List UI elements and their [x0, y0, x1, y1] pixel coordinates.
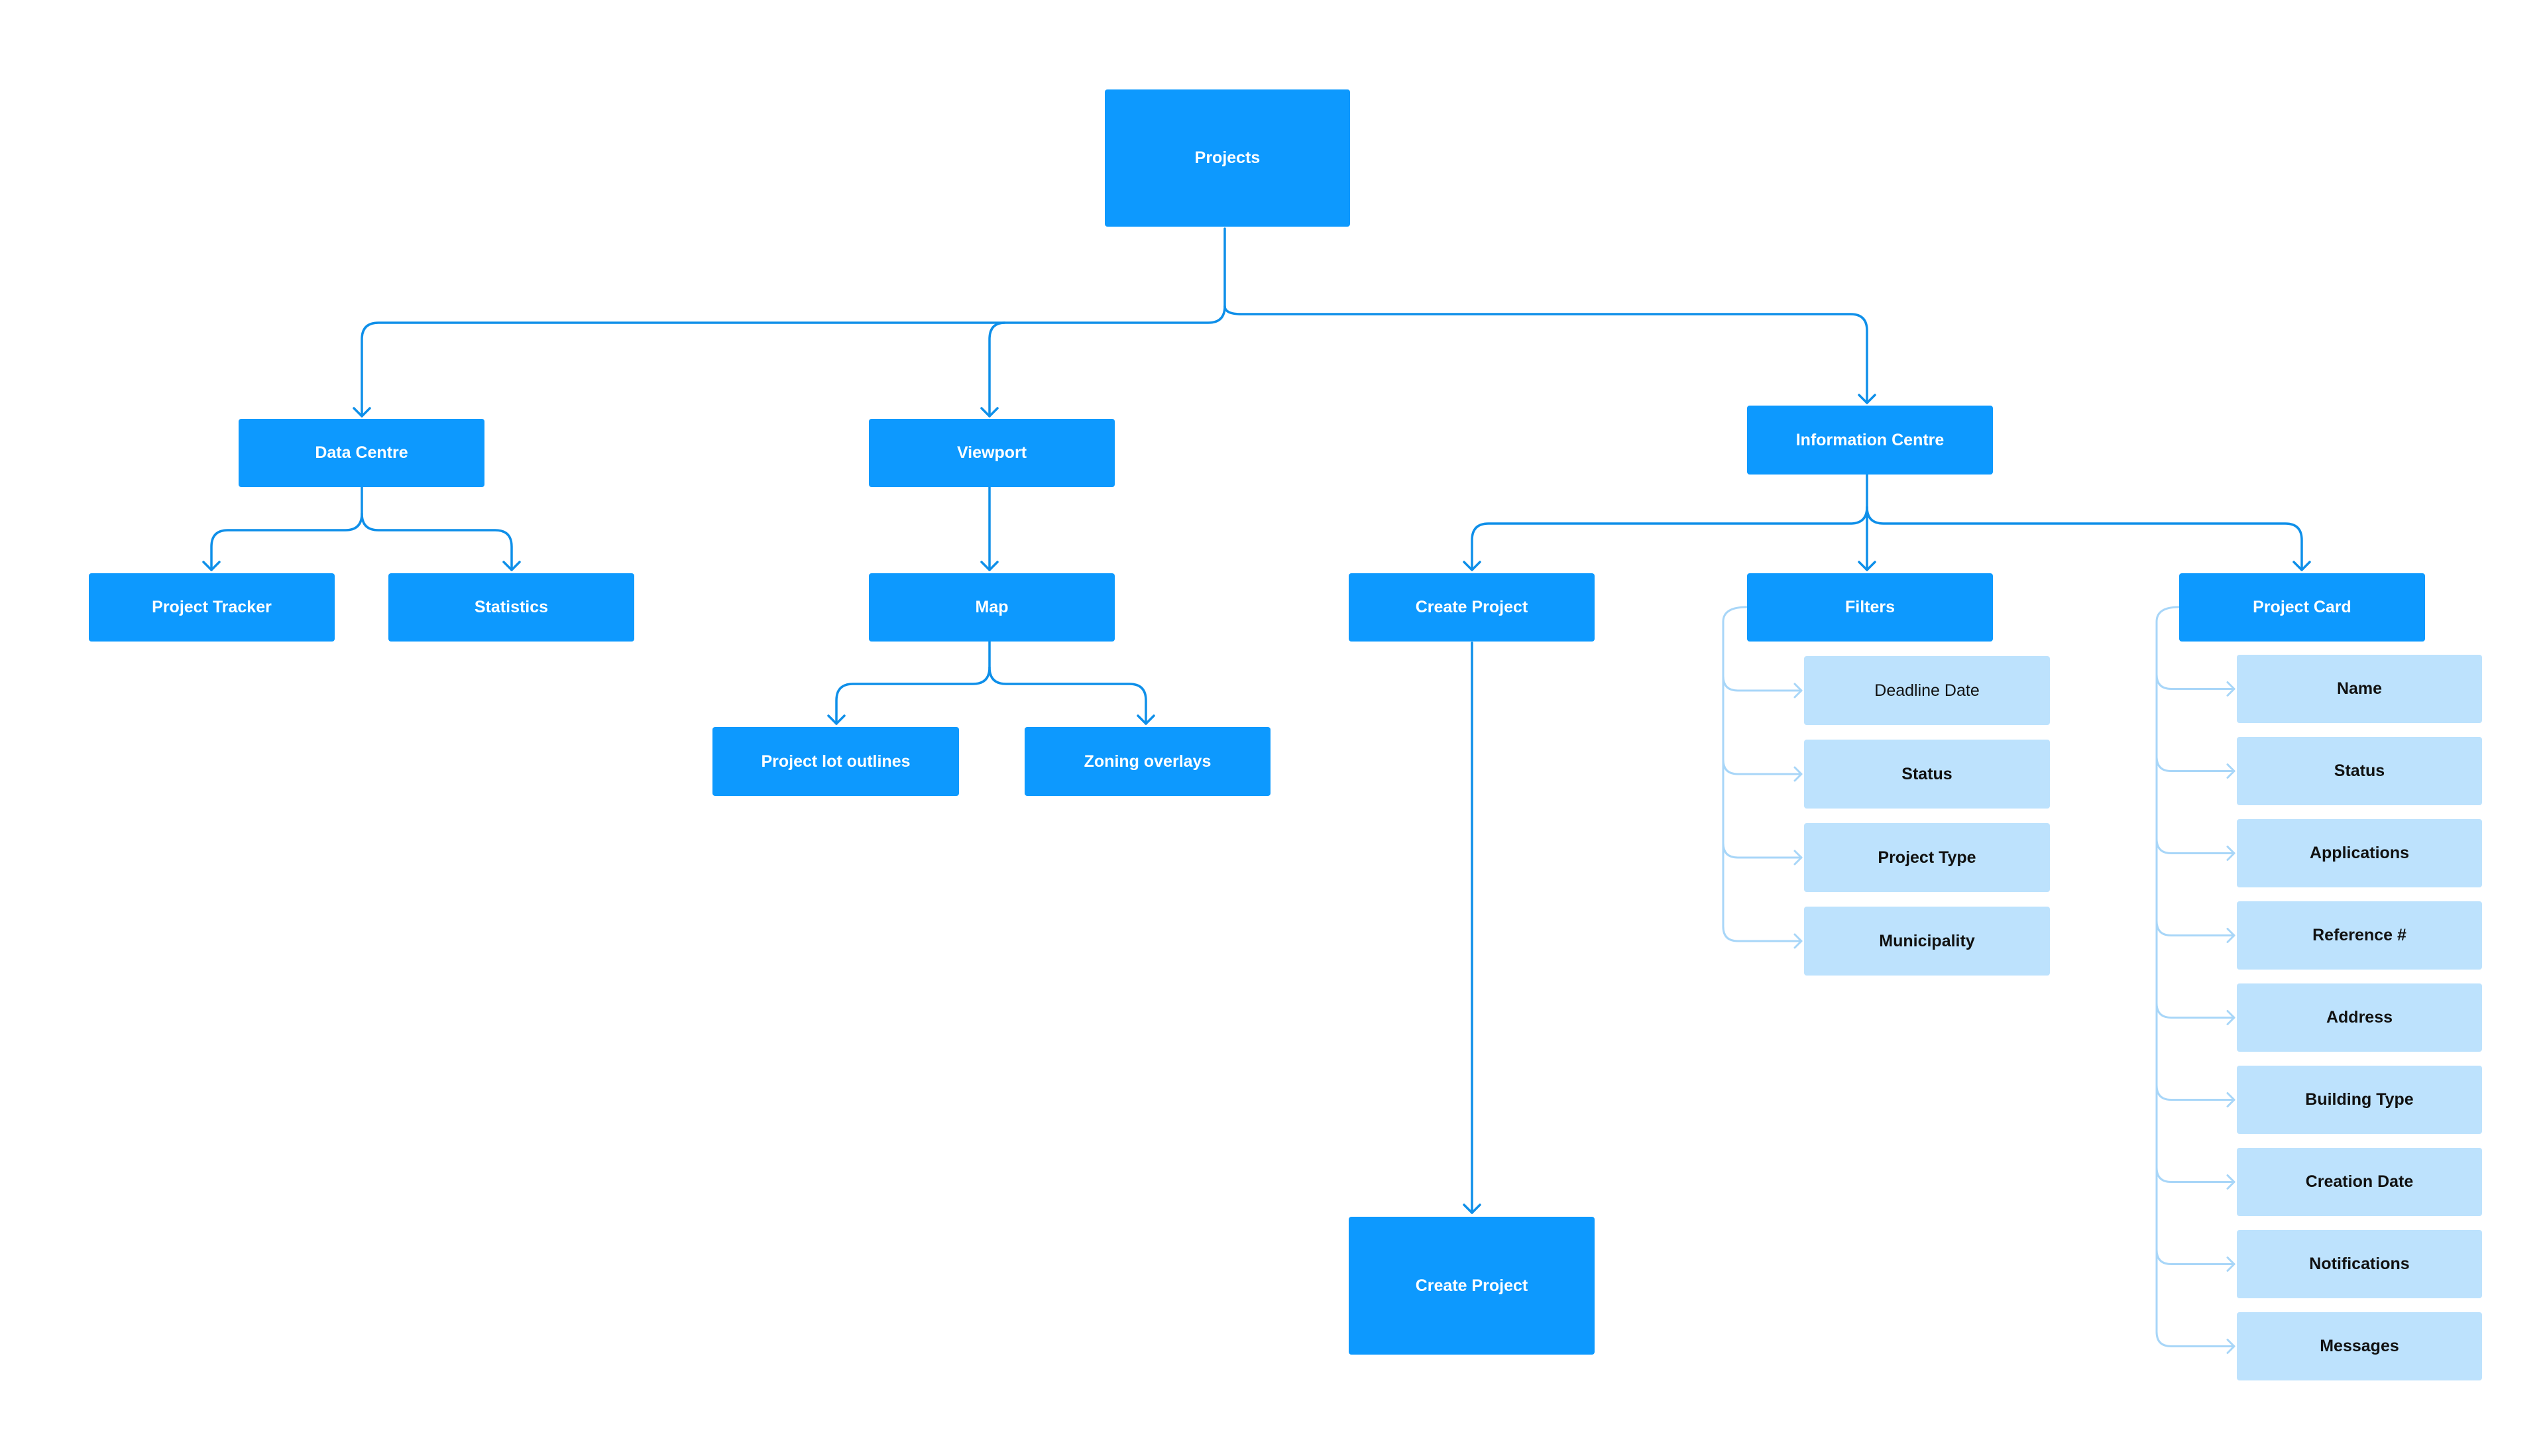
node-projects[interactable]: Projects	[1105, 89, 1350, 227]
connector-map-to-lot-outlines	[835, 640, 991, 725]
project-card-connector-messages	[2155, 1331, 2235, 1347]
filters-arrow-project-type	[1793, 850, 1803, 866]
connectors-filters	[1722, 606, 1803, 949]
filters-connector-status	[1722, 758, 1803, 775]
project-card-item-reference[interactable]: Reference #	[2237, 901, 2482, 970]
project-card-arrow-building-type	[2226, 1092, 2235, 1107]
project-card-arrow-applications	[2226, 846, 2235, 861]
filters-arrow-deadline-date	[1793, 683, 1803, 699]
project-card-connector-applications	[2155, 838, 2235, 854]
project-card-arrow-address	[2226, 1010, 2235, 1025]
connector-info-to-create-project	[1471, 473, 1868, 571]
node-viewport[interactable]: Viewport	[869, 419, 1115, 487]
project-card-connector-notifications	[2155, 1249, 2235, 1265]
node-data-centre[interactable]: Data Centre	[239, 419, 484, 487]
node-project-card[interactable]: Project Card	[2179, 573, 2425, 642]
node-create-project-page[interactable]: Create Project	[1349, 1217, 1595, 1355]
connector-info-to-project-card	[1866, 506, 2303, 571]
node-project-tracker[interactable]: Project Tracker	[89, 573, 335, 642]
filters-rail	[1722, 606, 1748, 928]
connector-data-centre-to-tracker	[210, 486, 363, 571]
project-card-connector-name	[2155, 673, 2235, 690]
filters-connector-municipality	[1722, 925, 1803, 942]
filters-item-project-type[interactable]: Project Type	[1804, 823, 2050, 892]
connector-projects-to-data-centre	[361, 227, 1226, 418]
node-statistics[interactable]: Statistics	[388, 573, 634, 642]
project-card-connector-address	[2155, 1002, 2235, 1019]
project-card-arrow-name	[2226, 681, 2235, 697]
connectors-create-project	[1463, 642, 1481, 1214]
node-create-project[interactable]: Create Project	[1349, 573, 1595, 642]
project-card-item-name[interactable]: Name	[2237, 655, 2482, 723]
node-project-lot-outlines[interactable]: Project lot outlines	[712, 727, 959, 796]
project-card-arrow-creation-date	[2226, 1174, 2235, 1190]
node-zoning-overlays[interactable]: Zoning overlays	[1025, 727, 1271, 796]
connectors-information-centre	[1463, 473, 2311, 571]
arrow-create-project-page	[1463, 1204, 1481, 1214]
connector-projects-to-viewport	[988, 321, 1006, 418]
arrow-filters	[1858, 561, 1876, 571]
project-card-item-address[interactable]: Address	[2237, 983, 2482, 1052]
filters-item-deadline-date[interactable]: Deadline Date	[1804, 656, 2050, 725]
node-information-centre[interactable]: Information Centre	[1747, 406, 1993, 475]
node-map[interactable]: Map	[869, 573, 1115, 642]
filters-item-status[interactable]: Status	[1804, 740, 2050, 809]
project-card-item-status[interactable]: Status	[2237, 737, 2482, 805]
project-card-item-notifications[interactable]: Notifications	[2237, 1230, 2482, 1298]
arrow-map	[980, 561, 999, 571]
arrow-statistics	[502, 561, 521, 571]
project-card-arrow-reference	[2226, 928, 2235, 943]
project-card-item-creation-date[interactable]: Creation Date	[2237, 1148, 2482, 1216]
connectors-data-centre	[202, 486, 521, 571]
project-card-connector-creation-date	[2155, 1166, 2235, 1183]
connector-data-centre-to-statistics	[361, 512, 513, 571]
arrow-tracker	[202, 561, 221, 571]
filters-arrow-municipality	[1793, 933, 1803, 949]
arrow-information-centre	[1858, 394, 1876, 404]
filters-arrow-status	[1793, 766, 1803, 782]
arrow-zoning	[1137, 714, 1155, 725]
connector-projects-to-information-centre	[1223, 305, 1868, 404]
project-card-rail	[2155, 606, 2180, 1333]
node-filters[interactable]: Filters	[1747, 573, 1993, 642]
connectors-projects	[353, 227, 1876, 418]
connectors-viewport	[827, 486, 1155, 725]
project-card-item-messages[interactable]: Messages	[2237, 1312, 2482, 1380]
project-card-arrow-notifications	[2226, 1257, 2235, 1272]
connectors-project-card	[2155, 606, 2235, 1354]
project-card-arrow-status	[2226, 763, 2235, 779]
connector-map-to-zoning	[988, 666, 1147, 725]
project-card-item-building-type[interactable]: Building Type	[2237, 1066, 2482, 1134]
filters-connector-project-type	[1722, 842, 1803, 859]
project-card-connector-reference	[2155, 920, 2235, 936]
project-card-connector-building-type	[2155, 1084, 2235, 1101]
filters-connector-deadline-date	[1722, 675, 1803, 692]
arrow-data-centre	[353, 407, 371, 418]
project-card-item-applications[interactable]: Applications	[2237, 819, 2482, 887]
project-card-arrow-messages	[2226, 1339, 2235, 1354]
project-card-connector-status	[2155, 756, 2235, 772]
arrow-create-project	[1463, 561, 1481, 571]
filters-item-municipality[interactable]: Municipality	[1804, 907, 2050, 976]
arrow-project-card	[2292, 561, 2311, 571]
arrow-viewport	[980, 407, 999, 418]
arrow-lot-outlines	[827, 714, 846, 725]
